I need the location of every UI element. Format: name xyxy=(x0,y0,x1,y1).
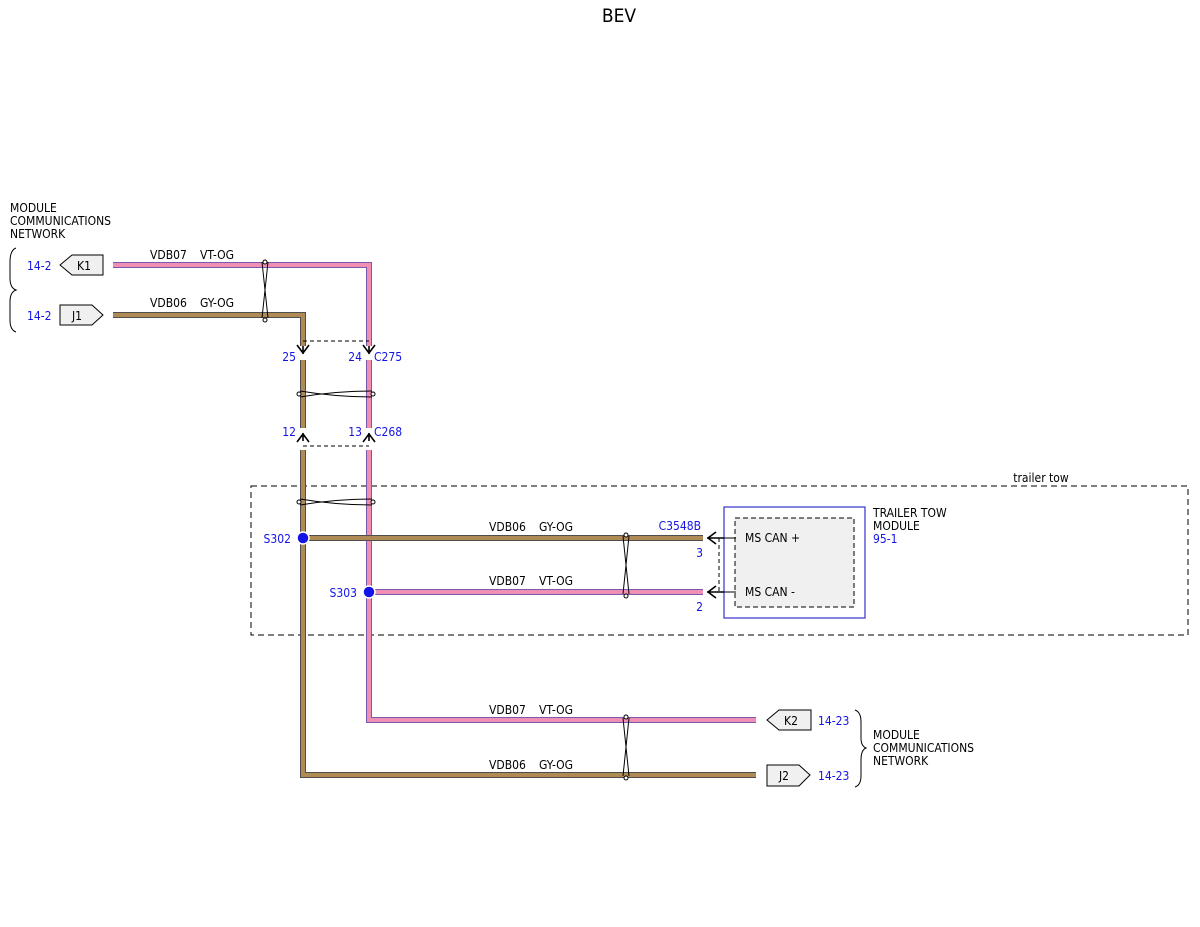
connector-label: C268 xyxy=(374,425,402,439)
svg-text:NETWORK: NETWORK xyxy=(10,227,66,241)
trailer-tow-option-box xyxy=(250,485,1189,636)
pin-label: 3 xyxy=(696,546,703,560)
svg-text:NETWORK: NETWORK xyxy=(873,754,929,768)
svg-text:MODULE: MODULE xyxy=(10,201,57,215)
connector-k2[interactable]: K2 xyxy=(766,709,812,731)
svg-text:VT-OG: VT-OG xyxy=(539,574,573,588)
signal-ms-can-minus: MS CAN - xyxy=(745,585,795,599)
page-title: BEV xyxy=(602,5,637,27)
pin-label: 13 xyxy=(348,425,362,439)
svg-text:GY-OG: GY-OG xyxy=(539,520,573,534)
svg-text:VT-OG: VT-OG xyxy=(200,248,234,262)
svg-text:GY-OG: GY-OG xyxy=(200,296,234,310)
svg-text:K1: K1 xyxy=(77,259,91,273)
pin-label: 2 xyxy=(696,600,703,614)
twisted-pair-icon xyxy=(622,714,630,781)
module-page-ref[interactable]: 95-1 xyxy=(873,532,898,546)
wire-vdb06-top xyxy=(113,312,306,346)
connector-label: C275 xyxy=(374,350,402,364)
wire-label-mid-gy: VDB06 GY-OG xyxy=(489,520,573,534)
wire-label-bot-gy: VDB06 GY-OG xyxy=(489,758,573,772)
svg-text:J2: J2 xyxy=(778,769,789,783)
svg-text:COMMUNICATIONS: COMMUNICATIONS xyxy=(10,214,111,228)
svg-text:VT-OG: VT-OG xyxy=(539,703,573,717)
svg-text:S303: S303 xyxy=(330,586,357,600)
page-ref-link[interactable]: 14-23 xyxy=(818,714,849,728)
pin-label: 25 xyxy=(282,350,296,364)
left-network-brace xyxy=(9,247,18,333)
module-connector-c3548b: C3548B 3 2 xyxy=(659,519,736,614)
connector-label: C3548B xyxy=(659,519,701,533)
svg-text:MODULE: MODULE xyxy=(873,728,920,742)
svg-text:S302: S302 xyxy=(264,532,291,546)
signal-ms-can-plus: MS CAN + xyxy=(745,531,800,545)
svg-text:TRAILER TOW: TRAILER TOW xyxy=(872,506,947,520)
twisted-pair-icon xyxy=(296,390,376,398)
pin-label: 12 xyxy=(282,425,296,439)
twisted-pair-icon xyxy=(261,259,269,323)
wire-label-mid-vt: VDB07 VT-OG xyxy=(489,574,573,588)
trailer-tow-module[interactable] xyxy=(723,506,866,619)
module-name-label: TRAILER TOW MODULE xyxy=(872,506,947,533)
pin-label: 24 xyxy=(348,350,362,364)
wire-label-top-gy: VDB06 GY-OG xyxy=(150,296,234,310)
right-network-label: MODULE COMMUNICATIONS NETWORK xyxy=(873,728,974,768)
svg-text:VDB06: VDB06 xyxy=(489,520,526,534)
page-ref-link[interactable]: 14-23 xyxy=(818,769,849,783)
svg-text:COMMUNICATIONS: COMMUNICATIONS xyxy=(873,741,974,755)
page-ref-link[interactable]: 14-2 xyxy=(27,309,52,323)
svg-text:VDB07: VDB07 xyxy=(150,248,187,262)
svg-text:VDB06: VDB06 xyxy=(489,758,526,772)
left-network-label: MODULE COMMUNICATIONS NETWORK xyxy=(10,201,111,241)
wire-label-bot-vt: VDB07 VT-OG xyxy=(489,703,573,717)
inline-connector-c268: 12 13 C268 xyxy=(282,425,402,447)
twisted-pair-icon xyxy=(296,498,376,506)
splice-s302: S302 xyxy=(264,531,310,546)
right-network-brace xyxy=(854,709,868,788)
wire-label-top-vt: VDB07 VT-OG xyxy=(150,248,234,262)
svg-text:J1: J1 xyxy=(71,309,82,323)
svg-text:GY-OG: GY-OG xyxy=(539,758,573,772)
connector-j2[interactable]: J2 xyxy=(766,764,811,787)
splice-s303: S303 xyxy=(330,585,376,600)
svg-text:VDB06: VDB06 xyxy=(150,296,187,310)
inline-connector-c275: 25 24 C275 xyxy=(282,340,402,364)
page-ref-link[interactable]: 14-2 xyxy=(27,259,52,273)
svg-text:MODULE: MODULE xyxy=(873,519,920,533)
option-box-label: trailer tow xyxy=(1013,471,1069,485)
connector-j1[interactable]: J1 xyxy=(59,304,104,326)
wire-vdb06-bottom xyxy=(300,450,756,778)
twisted-pair-icon xyxy=(622,532,630,599)
svg-text:K2: K2 xyxy=(784,714,798,728)
connector-k1[interactable]: K1 xyxy=(59,254,104,276)
svg-text:VDB07: VDB07 xyxy=(489,703,526,717)
wire-vdb07-top xyxy=(113,262,372,346)
svg-text:VDB07: VDB07 xyxy=(489,574,526,588)
